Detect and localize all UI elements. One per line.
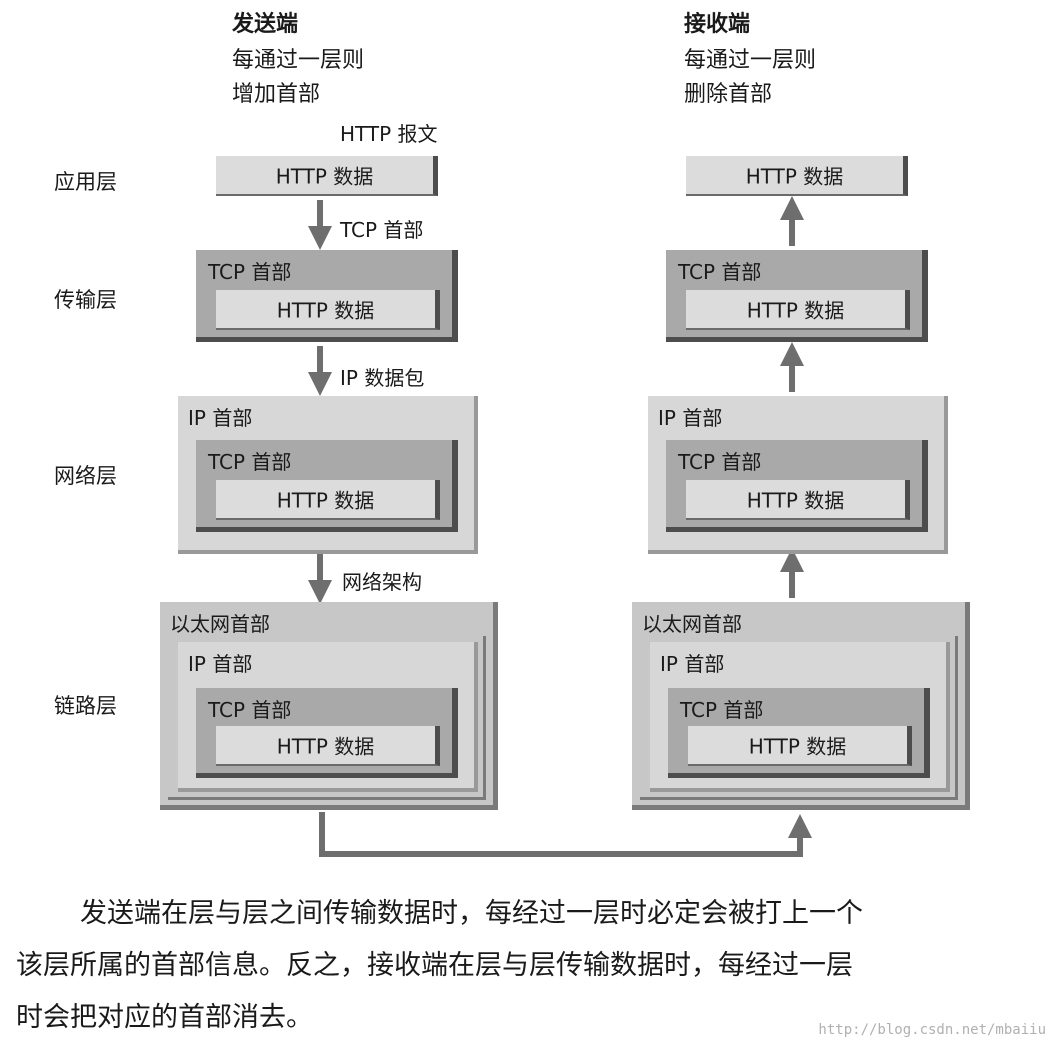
ip-box: IP 首部 TCP 首部 HTTP 数据 [178,642,478,792]
frame-border [168,636,486,800]
http-data-label: HTTP 数据 [276,488,375,513]
tcp-header-label: TCP 首部 [678,450,762,474]
label-http-message: HTTP 报文 [340,122,438,146]
ip-header-label: IP 首部 [660,652,725,676]
layer-label-link: 链路层 [54,694,117,718]
sender-app-http-data-box: HTTP 数据 [216,156,438,196]
http-data-box: HTTP 数据 [216,290,440,330]
receiver-transport-tcp-box: TCP 首部 HTTP 数据 [666,250,928,342]
sender-desc-line2: 增加首部 [232,82,321,107]
frame-border [640,636,958,800]
sender-transport-tcp-box: TCP 首部 HTTP 数据 [196,250,458,342]
http-data-label: HTTP 数据 [275,164,374,189]
http-data-box: HTTP 数据 [686,480,910,520]
link-connection-arrow [319,812,812,857]
ip-box: IP 首部 TCP 首部 HTTP 数据 [650,642,950,792]
tcp-box: TCP 首部 HTTP 数据 [666,440,928,532]
http-data-box: HTTP 数据 [216,480,440,520]
http-data-label: HTTP 数据 [276,734,375,759]
ethernet-header-label: 以太网首部 [170,612,270,636]
label-tcp-header: TCP 首部 [340,218,424,242]
label-ip-packet: IP 数据包 [340,366,425,390]
receiver-app-http-data-box: HTTP 数据 [686,156,908,196]
tcp-box: TCP 首部 HTTP 数据 [196,688,458,778]
http-data-label: HTTP 数据 [746,488,845,513]
http-data-label: HTTP 数据 [746,298,845,323]
http-data-box: HTTP 数据 [688,726,912,766]
ip-header-label: IP 首部 [658,406,723,430]
tcp-header-label: TCP 首部 [208,698,292,722]
ip-header-label: IP 首部 [188,406,253,430]
sender-title: 发送端 [232,12,299,37]
receiver-desc-line1: 每通过一层则 [684,48,817,73]
receiver-desc-line2: 删除首部 [684,82,773,107]
tcp-header-label: TCP 首部 [208,450,292,474]
watermark-url: http://blog.csdn.net/mbaiiu [818,1022,1046,1038]
http-data-box: HTTP 数据 [686,290,910,330]
http-data-box: HTTP 数据 [216,726,440,766]
receiver-link-ethernet-box: 以太网首部 IP 首部 TCP 首部 HTTP 数据 [632,602,970,810]
sender-network-ip-box: IP 首部 TCP 首部 HTTP 数据 [178,396,478,554]
tcp-box: TCP 首部 HTTP 数据 [668,688,930,778]
tcp-header-label: TCP 首部 [208,260,292,284]
tcp-header-label: TCP 首部 [680,698,764,722]
http-data-label: HTTP 数据 [745,164,844,189]
sender-link-ethernet-box: 以太网首部 IP 首部 TCP 首部 HTTP 数据 [160,602,498,810]
caption-line2: 该层所属的首部信息。反之，接收端在层与层传输数据时，每经过一层 [16,950,853,981]
layer-label-application: 应用层 [54,170,117,194]
ethernet-header-label: 以太网首部 [642,612,742,636]
sender-desc-line1: 每通过一层则 [232,48,365,73]
caption-line3: 时会把对应的首部消去。 [16,1002,313,1033]
ip-header-label: IP 首部 [188,652,253,676]
caption-line1: 发送端在层与层之间传输数据时，每经过一层时必定会被打上一个 [80,898,863,929]
http-data-label: HTTP 数据 [748,734,847,759]
layer-label-transport: 传输层 [54,288,117,312]
http-data-label: HTTP 数据 [276,298,375,323]
tcp-box: TCP 首部 HTTP 数据 [196,440,458,532]
receiver-title: 接收端 [684,12,751,37]
tcp-header-label: TCP 首部 [678,260,762,284]
label-network-frame: 网络架构 [342,570,422,594]
layer-label-network: 网络层 [54,464,117,488]
receiver-network-ip-box: IP 首部 TCP 首部 HTTP 数据 [648,396,948,554]
